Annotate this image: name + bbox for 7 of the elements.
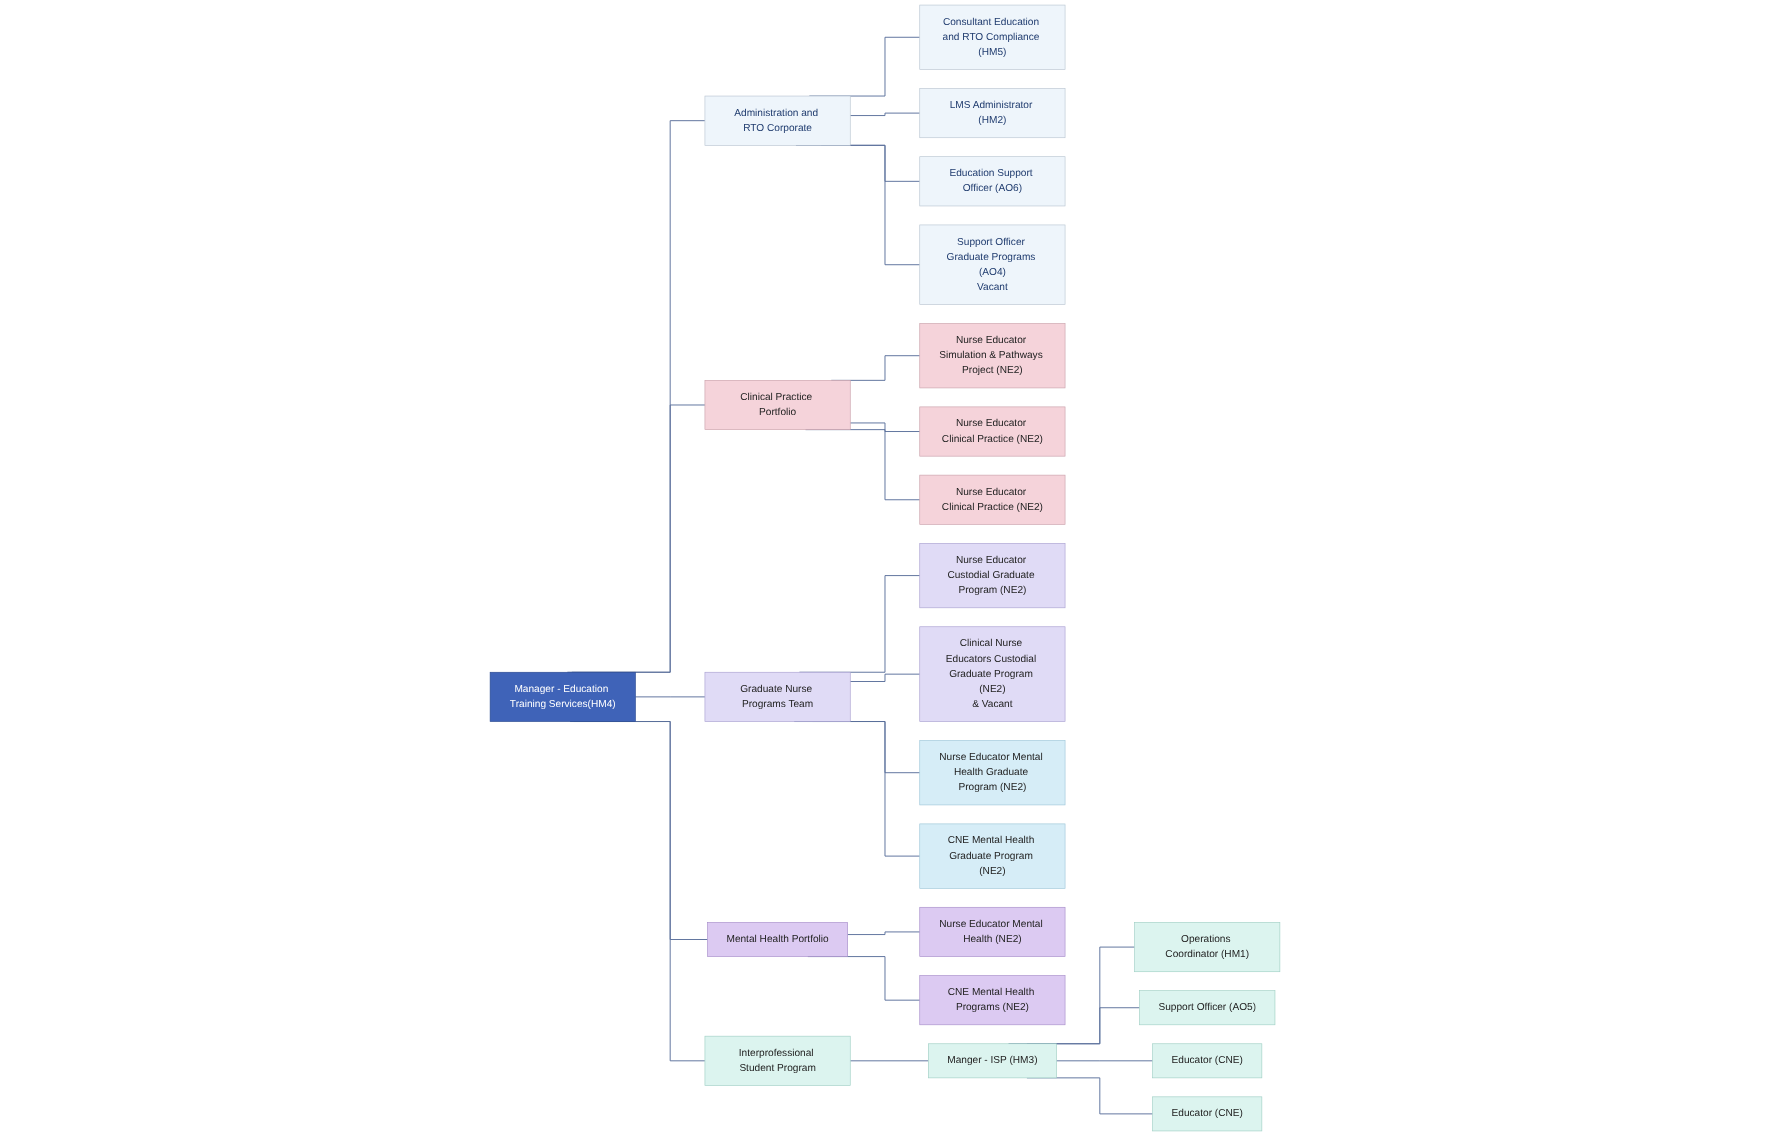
connector [849,673,921,682]
connector [634,696,706,698]
connector [849,1060,929,1062]
connector [849,112,921,117]
connector [1056,1060,1154,1062]
connector [847,931,921,936]
connector [849,422,921,432]
